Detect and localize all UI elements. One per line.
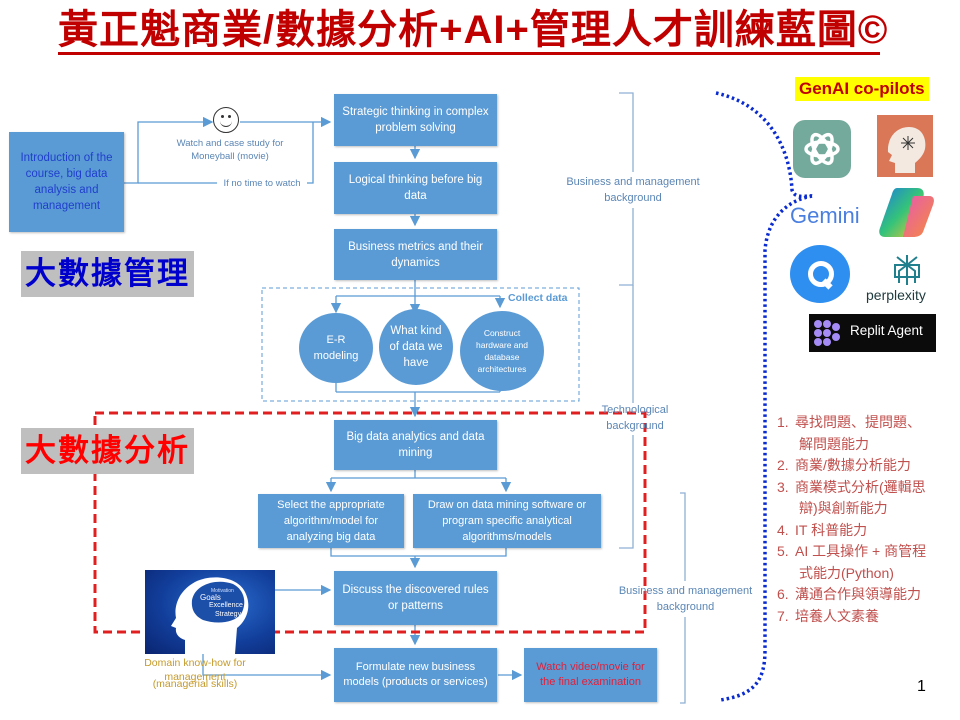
claude-icon — [877, 115, 933, 177]
discuss-rules-box: Discuss the discovered rules or patterns — [334, 571, 497, 625]
replit-agent-badge: Replit Agent — [809, 314, 936, 352]
line-no-time — [138, 122, 314, 184]
gemini-logo: Gemini — [790, 203, 860, 228]
skills-list: 1.尋找問題、提問題、解問題能力 2.商業/數據分析能力 3.商業模式分析(邏輯… — [777, 412, 957, 627]
technological-background-label: Technological background — [601, 404, 669, 432]
intro-box: Introduction of the course, big data ana… — [9, 132, 124, 232]
er-modeling-circle: E-R modeling — [299, 313, 373, 383]
page-number: 1 — [917, 678, 926, 695]
skill-item: 2.商業/數據分析能力 — [777, 457, 911, 473]
smiley-icon — [213, 107, 239, 133]
strategic-thinking-box: Strategic thinking in complex problem so… — [334, 94, 497, 146]
business-background-label-top: Business and management background — [566, 176, 700, 204]
skill-item: 3.商業模式分析(邏輯思辯)與創新能力 — [777, 478, 926, 517]
perplexity-label: perplexity — [866, 287, 926, 303]
select-algorithm-box: Select the appropriate algorithm/model f… — [258, 494, 404, 548]
line-analytics-branch — [331, 470, 506, 479]
section-label-analysis: 大數據分析 — [21, 428, 194, 474]
perplexity-icon — [890, 253, 924, 287]
watch-final-exam-box: Watch video/movie for the final examinat… — [524, 648, 657, 702]
skill-item: 7.培養人文素養 — [777, 607, 879, 624]
logical-thinking-box: Logical thinking before big data — [334, 162, 497, 214]
bracket-technological — [619, 285, 634, 549]
construct-hardware-circle: Construct hardware and database architec… — [460, 311, 544, 391]
bracket-business-bottom — [680, 492, 686, 704]
business-background-label-bottom: Business and management background — [618, 585, 753, 613]
title-underline — [58, 52, 880, 55]
draw-on-software-box: Draw on data mining software or program … — [413, 494, 601, 548]
domain-knowhow-label: Domain know-how for management — [144, 657, 246, 683]
skill-item: 6.溝通合作與領導能力 — [777, 586, 921, 602]
formulate-business-models-box: Formulate new business models (products … — [334, 648, 497, 702]
brain-word: Goals — [200, 593, 221, 602]
brain-word: Excellence — [209, 602, 243, 609]
felo-search-icon — [790, 245, 850, 303]
what-kind-data-circle: What kind of data we have — [379, 309, 453, 385]
big-data-analysis-frame — [93, 411, 647, 634]
brain-word: Motivation — [211, 588, 234, 594]
collect-data-frame — [261, 287, 580, 402]
replit-agent-label: Replit Agent — [850, 323, 923, 338]
head-silhouette-icon: Goals Excellence Strategy Motivation — [171, 577, 249, 654]
managerial-skills-label: (managerial skills) — [152, 678, 238, 690]
line-domain-to-formulate — [202, 653, 332, 681]
business-metrics-box: Business metrics and their dynamics — [334, 229, 497, 280]
replit-icon — [813, 319, 841, 347]
genai-copilots-title: GenAI co-pilots — [795, 77, 929, 101]
analytics-mining-box: Big data analytics and data mining — [334, 420, 497, 470]
skill-item: 1.尋找問題、提問題、解問題能力 — [777, 414, 921, 452]
brain-strategy-image: Goals Excellence Strategy Motivation — [145, 570, 275, 654]
page-title: 黃正魁商業/數據分析+AI+管理人才訓練藍圖© — [58, 8, 889, 52]
copilot-icon — [877, 186, 935, 238]
line-intro-to-watch — [124, 116, 214, 184]
skill-item: 5.AI 工具操作 + 商管程式能力(Python) — [777, 543, 927, 581]
collect-data-label: Collect data — [508, 292, 568, 304]
chatgpt-icon — [793, 120, 851, 178]
watch-moneyball-label: Watch and case study for Moneyball (movi… — [176, 138, 284, 162]
section-label-management: 大數據管理 — [21, 251, 194, 297]
no-time-label: If no time to watch — [217, 177, 307, 190]
brain-word: Strategy — [215, 611, 242, 618]
skill-item: 4.IT 科普能力 — [777, 521, 868, 538]
